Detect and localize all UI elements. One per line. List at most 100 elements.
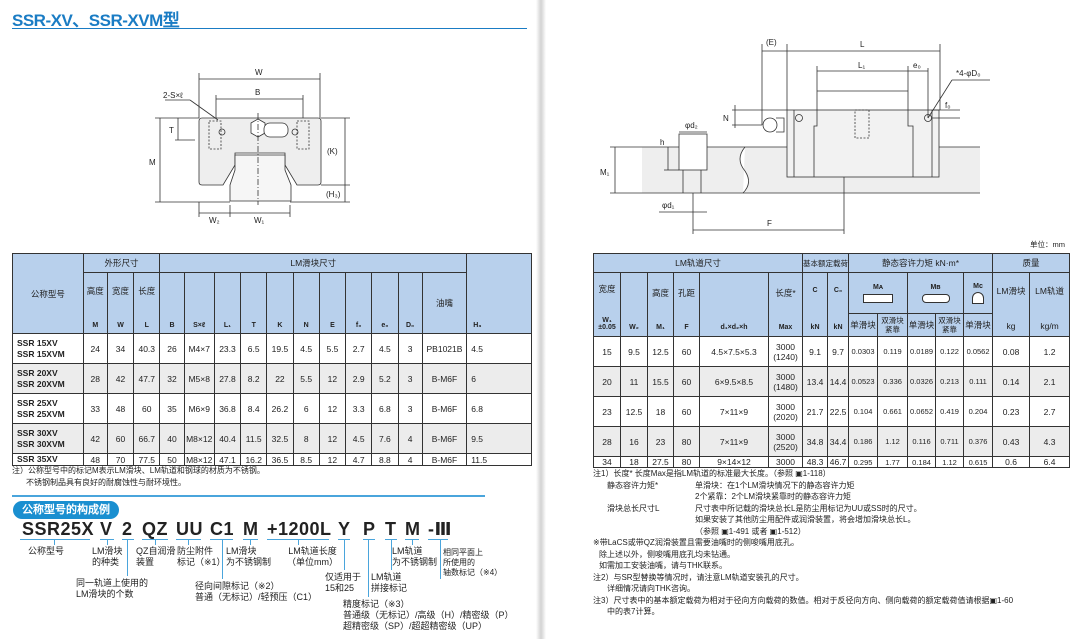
value-cell: 9.5	[466, 423, 532, 454]
value-cell: 12	[318, 363, 347, 394]
header-col: S×ℓ	[183, 272, 215, 334]
dim-e0: e₀	[913, 61, 921, 70]
note-line: 中的表7计算。	[607, 607, 660, 616]
header-length: 长度*Max	[767, 272, 804, 337]
label-rail-length: LM轨道长度（单位mm）	[287, 546, 338, 567]
value-cell: 4	[397, 423, 423, 454]
value-cell: 24	[82, 333, 108, 364]
value-cell: 48.3	[802, 456, 829, 468]
value-cell: B-M6F	[421, 453, 468, 466]
label-axes: 相同平面上所使用的轴数标记（※4）	[443, 548, 503, 577]
label-qz: QZ自润滑装置	[136, 546, 176, 567]
value-cell: 60	[673, 396, 700, 427]
value-cell: M8×12	[183, 423, 215, 454]
right-notes: 注1）长度* 长度Max是指LM轨道的标准最大长度。（参照 ▣1-118）静态容…	[593, 468, 1013, 618]
value-cell: 33	[82, 393, 108, 424]
left-notes: 注）公称型号中的标记M表示LM滑块、LM轨道和钢球的材质为不锈钢。 不锈钢制品具…	[12, 465, 265, 488]
header-MB-double: 双滑块紧靠	[935, 313, 965, 337]
value-cell: 32	[159, 363, 185, 394]
label-rail-ss: LM轨道为不锈钢制	[392, 546, 438, 567]
value-cell: 14.4	[827, 366, 850, 397]
value-cell: 47.7	[133, 363, 161, 394]
value-cell: 4.5	[292, 333, 320, 364]
header-static-moment: 静态容许力矩 kN·m*	[848, 253, 994, 273]
value-cell: 3	[397, 363, 423, 394]
header-col: f₀	[345, 272, 373, 334]
label-model: 公称型号	[28, 546, 65, 556]
value-cell: 4.5	[371, 333, 399, 364]
value-cell: 46.7	[827, 456, 850, 468]
value-cell: 0.0523	[848, 366, 879, 397]
note-line: 静态容许力矩*单滑块：在1个LM滑块情况下的静态容许力矩	[607, 480, 855, 490]
value-cell: 60	[673, 366, 700, 397]
value-cell: 3	[397, 393, 423, 424]
value-cell: 6.4	[1029, 456, 1071, 468]
value-cell: 23.3	[213, 333, 242, 364]
value-cell: 0.295	[848, 456, 879, 468]
value-cell: 0.376	[963, 426, 994, 457]
value-cell: 0.419	[935, 396, 965, 427]
value-cell: 0.23	[992, 396, 1031, 427]
token-seal: UU	[176, 519, 203, 539]
value-cell: 15	[593, 336, 621, 367]
value-cell: 9×14×12	[699, 456, 769, 468]
dim-S: 2-S×ℓ	[163, 91, 183, 100]
header-outer-dimensions: 外形尺寸	[82, 253, 161, 273]
value-cell: 60	[133, 393, 161, 424]
value-cell: 8.8	[371, 453, 399, 466]
value-cell: 5.2	[371, 363, 399, 394]
value-cell: 40.3	[133, 333, 161, 364]
note-line: 详细情况请向THK咨询。	[607, 584, 695, 593]
value-cell: 7×11×9	[699, 426, 769, 457]
dim-D0: *4-φD₀	[956, 69, 981, 78]
value-cell: 4	[397, 453, 423, 466]
page-gutter	[536, 0, 546, 639]
dim-d1: φd₁	[662, 201, 675, 210]
header-col: 油嘴	[421, 272, 468, 334]
value-cell: 60	[673, 336, 700, 367]
value-cell: 42	[106, 363, 135, 394]
value-cell: 0.0562	[963, 336, 994, 367]
value-cell: 60	[106, 423, 135, 454]
token-rail-ss: M	[405, 519, 421, 539]
value-cell: 9.5	[620, 336, 648, 367]
value-cell: 12	[318, 453, 347, 466]
header-d1d2h: d₁×d₂×h	[699, 272, 769, 337]
value-cell: 34.8	[802, 426, 829, 457]
note-line: 如果安装了其他防尘用配件或润滑装置，将会增加滑块总长L。	[695, 515, 916, 524]
value-cell: 18	[647, 396, 674, 427]
value-cell: 1.2	[1029, 336, 1071, 367]
value-cell: 18	[620, 456, 648, 468]
dim-F: F	[767, 219, 772, 228]
value-cell: 0.104	[848, 396, 879, 427]
value-cell: 35	[159, 393, 185, 424]
value-cell: 8.5	[292, 453, 320, 466]
token-block-type: V	[100, 519, 113, 539]
value-cell: 0.186	[848, 426, 879, 457]
header-col: D₀	[397, 272, 423, 334]
value-cell: 9.7	[827, 336, 850, 367]
page-title: SSR-XV、SSR-XVM型	[12, 11, 180, 30]
note-line: 不锈钢制品具有良好的耐腐蚀性与耐环境性。	[26, 477, 186, 487]
value-cell: 0.111	[963, 366, 994, 397]
value-cell: 77.5	[133, 453, 161, 466]
value-cell: 0.336	[877, 366, 909, 397]
token-qz: QZ	[142, 519, 168, 539]
dim-L: L	[860, 40, 865, 49]
header-MA: Mᴀ	[848, 272, 909, 314]
label-block-type: LM滑块的种类	[92, 546, 123, 567]
